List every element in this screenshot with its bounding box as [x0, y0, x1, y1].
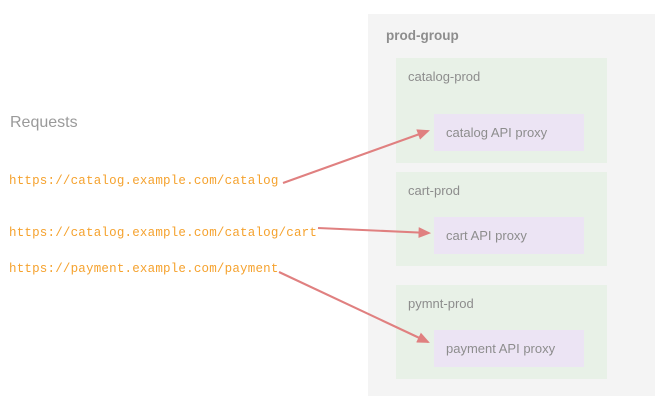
prod-group-panel: prod-group catalog-prod catalog API prox… [368, 14, 655, 396]
proxy-catalog-api-proxy: catalog API proxy [434, 114, 584, 151]
proxy-cart-api-proxy: cart API proxy [434, 217, 584, 254]
proxy-label-payment-api-proxy: payment API proxy [446, 341, 556, 356]
proxy-label-catalog-api-proxy: catalog API proxy [446, 125, 548, 140]
environment-cart-prod: cart-prod cart API proxy [396, 172, 607, 266]
prod-group-title: prod-group [386, 28, 459, 43]
environment-catalog-prod: catalog-prod catalog API proxy [396, 58, 607, 163]
proxy-payment-api-proxy: payment API proxy [434, 330, 584, 367]
environment-label-cart-prod: cart-prod [408, 183, 461, 198]
environment-label-pymnt-prod: pymnt-prod [408, 296, 474, 311]
request-url-catalog: https://catalog.example.com/catalog [9, 174, 279, 188]
requests-section: Requests https://catalog.example.com/cat… [9, 114, 318, 276]
request-url-payment: https://payment.example.com/payment [9, 262, 279, 276]
environment-label-catalog-prod: catalog-prod [408, 69, 481, 84]
requests-title: Requests [10, 114, 78, 131]
environment-pymnt-prod: pymnt-prod payment API proxy [396, 285, 607, 379]
request-url-catalog-cart: https://catalog.example.com/catalog/cart [9, 226, 318, 240]
proxy-label-cart-api-proxy: cart API proxy [446, 228, 527, 243]
